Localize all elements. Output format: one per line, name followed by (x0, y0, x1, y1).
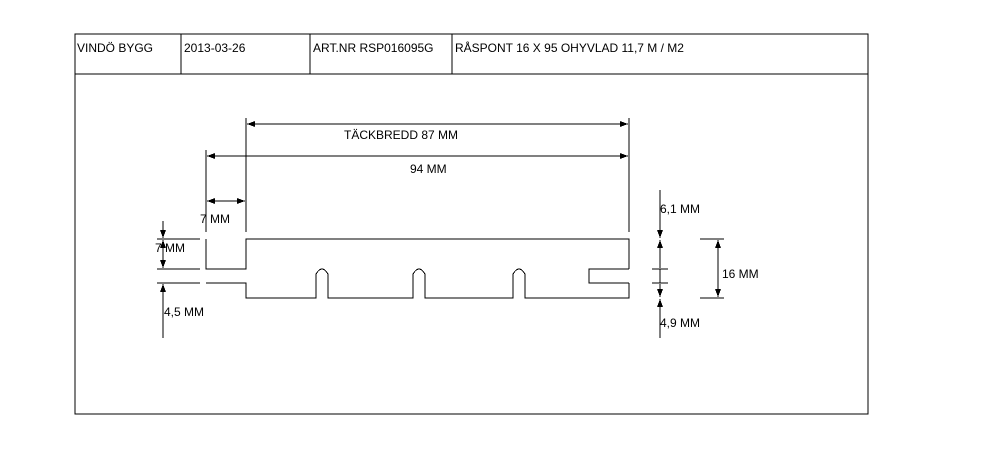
board-top-edge (205, 238, 630, 270)
tongue-length-label: 7 MM (200, 212, 230, 226)
left-lower-label: 4,5 MM (164, 305, 204, 319)
drawing-frame (74, 33, 869, 415)
company-name: VINDÖ BYGG (77, 41, 153, 55)
right-upper-label: 6,1 MM (660, 202, 700, 216)
product-description: RÅSPONT 16 X 95 OHYVLAD 11,7 M / M2 (455, 40, 684, 55)
drawing-date: 2013-03-26 (184, 41, 246, 55)
title-block: VINDÖ BYGG 2013-03-26 ART.NR RSP016095G … (75, 34, 868, 75)
left-upper-label: 7 MM (155, 241, 185, 255)
right-lower-label: 4,9 MM (660, 316, 700, 330)
board-profile (205, 238, 630, 299)
thickness-dimension (700, 238, 724, 299)
right-vertical-dimension (652, 190, 668, 338)
total-width-label: 94 MM (410, 162, 447, 176)
thickness-label: 16 MM (722, 267, 759, 281)
cover-width-dimension (245, 118, 630, 232)
left-vertical-dimension (157, 221, 200, 338)
board-right-groove (588, 268, 629, 284)
article-number: ART.NR RSP016095G (313, 41, 434, 55)
board-bottom-edge (206, 268, 630, 299)
cover-width-label: TÄCKBREDD 87 MM (344, 128, 458, 142)
total-width-dimension (205, 150, 628, 232)
